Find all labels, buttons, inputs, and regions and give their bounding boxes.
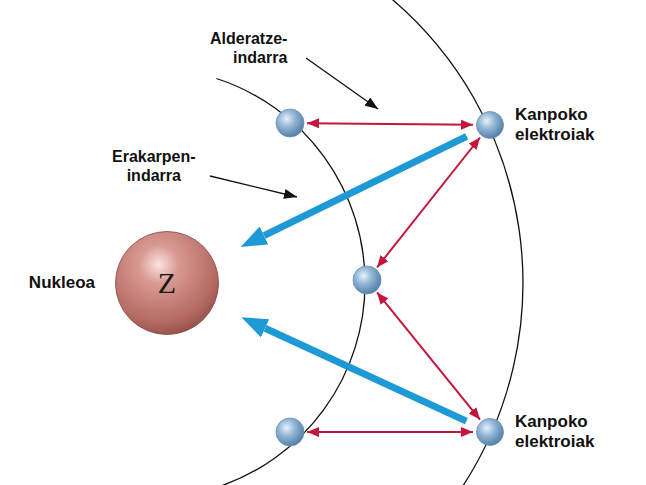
node-label: Kanpoko elektroiak — [515, 412, 594, 452]
nucleus-circle — [116, 232, 219, 335]
inner-shell — [216, 79, 365, 485]
outer-shell — [391, 0, 523, 485]
force-label-box: Alderatze-indarra — [210, 29, 287, 67]
attraction-arrow — [264, 136, 467, 235]
inner-electron — [353, 266, 381, 294]
nucleus-shape: Z — [115, 231, 219, 335]
outer-electron-outline — [476, 111, 504, 139]
node-label: Nukleoa — [29, 273, 95, 293]
outer-electron-outline — [476, 418, 504, 446]
attraction-arrow — [265, 328, 466, 421]
leader-line — [306, 58, 378, 109]
force-label-box: Erakarpen-indarra — [112, 147, 196, 185]
repulsion-arrow — [307, 431, 473, 433]
nucleus: Nukleoa Z — [29, 231, 219, 335]
repulsion-arrow — [307, 123, 473, 125]
force-label: Alderatze-indarra — [210, 29, 287, 67]
outer-electron-shape — [476, 111, 504, 139]
nucleus-symbol: Z — [158, 267, 176, 299]
outer-electron-circle — [477, 419, 504, 446]
inner-electron — [276, 109, 304, 137]
outer-electron: Kanpoko elektroiak — [476, 105, 594, 145]
node-label: Kanpoko elektroiak — [515, 105, 594, 145]
leader-line — [210, 176, 297, 197]
outer-electron-circle — [477, 112, 504, 139]
outer-electron-shape — [476, 418, 504, 446]
inner-electron — [276, 418, 304, 446]
outer-electron: Kanpoko elektroiak — [476, 412, 594, 452]
force-label: Erakarpen-indarra — [112, 147, 196, 185]
